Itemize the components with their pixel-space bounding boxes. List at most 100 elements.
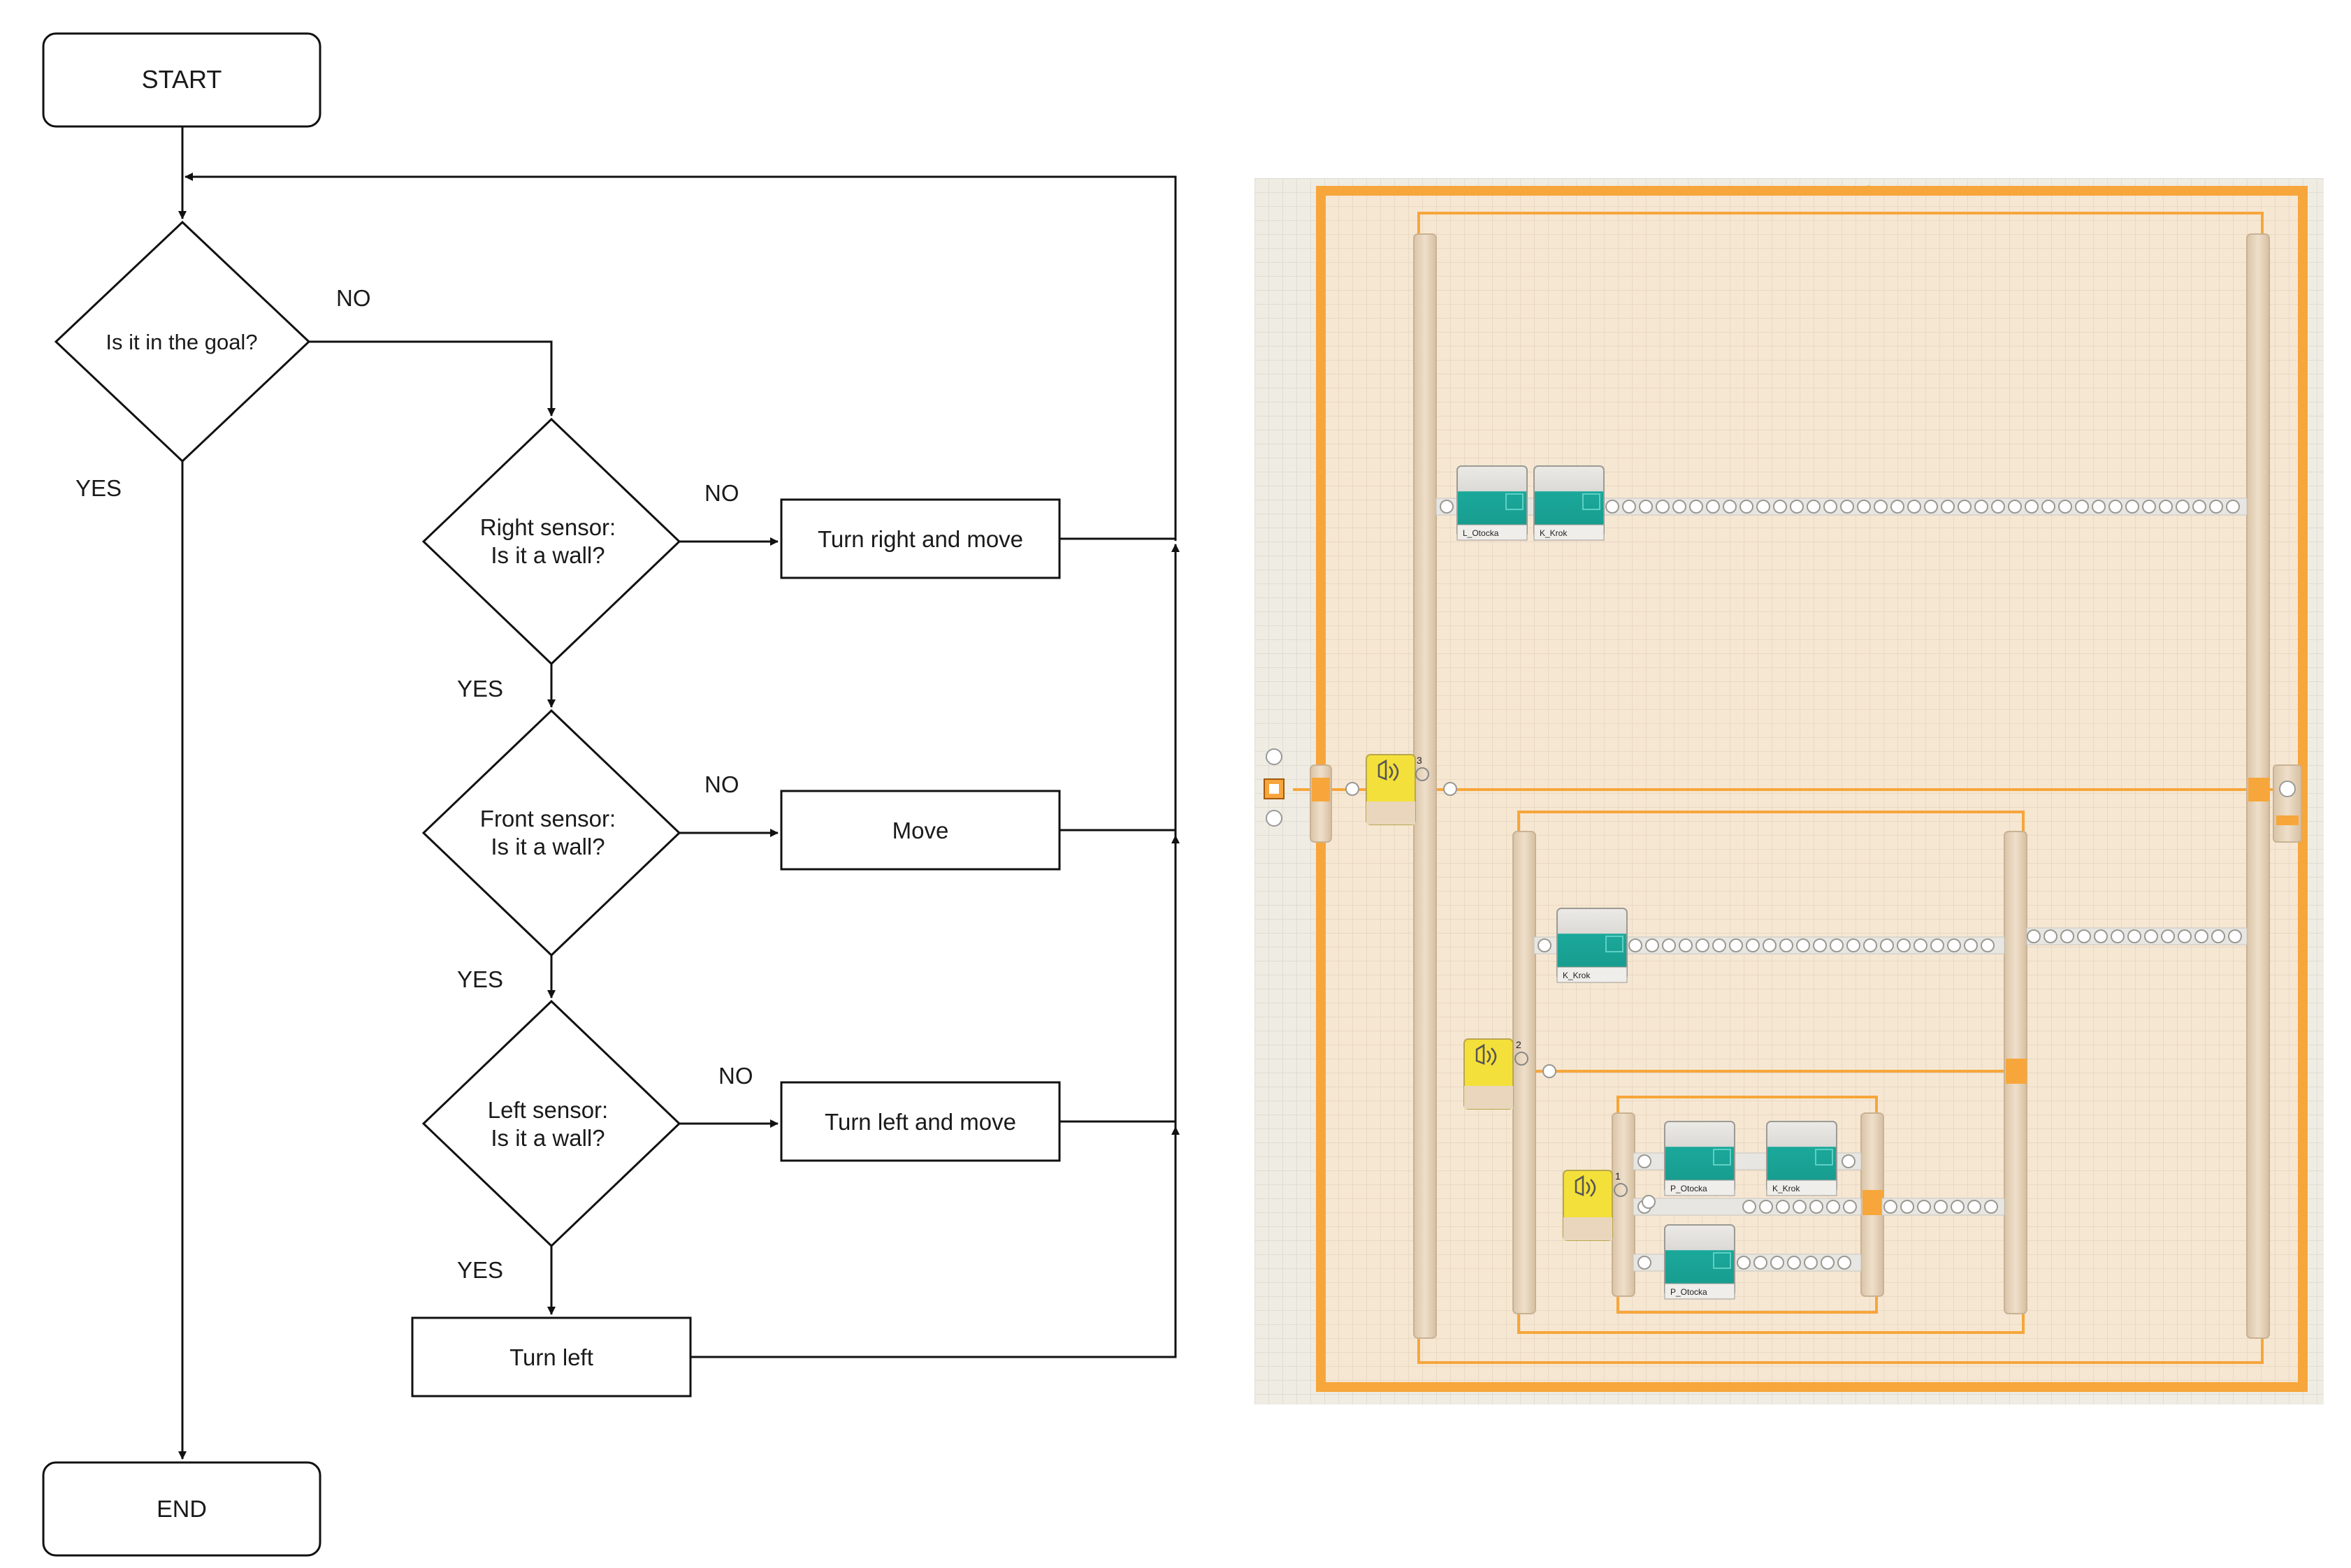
block-l-otocka-label: L_Otocka (1463, 528, 1499, 538)
beam-connector (2125, 500, 2139, 514)
beam-connector (2211, 929, 2225, 943)
beam-connector (1924, 500, 1938, 514)
beam-connector (1538, 938, 1551, 952)
beam-connector (1897, 938, 1911, 952)
beam-connector (2075, 500, 2089, 514)
goal-no-label: NO (336, 285, 371, 311)
beam-connector (2041, 500, 2055, 514)
beam-connector (1790, 500, 1804, 514)
switch-value-2: 2 (1516, 1039, 1521, 1050)
beam-connector (1813, 938, 1827, 952)
beam-connector (1900, 1200, 1914, 1214)
beam-connector (2159, 500, 2173, 514)
beam-connector (2111, 929, 2125, 943)
beam-connector (1947, 938, 1961, 952)
beam-connector (1941, 500, 1955, 514)
beam-connector (1914, 938, 1927, 952)
beam-connector (2144, 929, 2158, 943)
beam-connector (2127, 929, 2141, 943)
nxt-program-canvas: L_Otocka K_Krok K_Krok P_Otocka K_Krok P… (1254, 178, 2324, 1404)
beam-connector (1842, 1154, 1856, 1168)
beam-connector (1964, 938, 1978, 952)
beam-connector (1443, 782, 1457, 796)
beam-connector (2008, 500, 2022, 514)
beam-connector (1991, 500, 2005, 514)
beam-connector (1890, 500, 1904, 514)
front-yes-label: YES (457, 966, 503, 992)
beam-connector (1846, 938, 1860, 952)
block-p-otocka-2-label: P_Otocka (1670, 1287, 1707, 1297)
sensor-block-3[interactable]: 3 (1366, 754, 1429, 825)
beam-connector (1779, 938, 1793, 952)
beam-connector (2077, 929, 2091, 943)
beam-connector (1706, 500, 1720, 514)
block-p-otocka-1[interactable]: P_Otocka (1664, 1121, 1735, 1196)
beam-connector (1656, 500, 1670, 514)
beam-connector (1863, 938, 1877, 952)
beam-connector (2058, 500, 2072, 514)
beam-connector (1712, 938, 1726, 952)
left-question-line2: Is it a wall? (491, 1125, 605, 1151)
turn-right-move-box (780, 498, 1061, 579)
beam-connector (1763, 938, 1777, 952)
beam-connector (1605, 500, 1619, 514)
beam-connector (1776, 1200, 1790, 1214)
left-question-line1: Left sensor: (488, 1097, 608, 1123)
beam-connector (1967, 1200, 1981, 1214)
beam-connector (1622, 500, 1636, 514)
beam-connector (1793, 1200, 1807, 1214)
block-p-otocka-1-label: P_Otocka (1670, 1184, 1707, 1193)
beam-connector (2178, 929, 2192, 943)
sensor-block-2[interactable]: 2 (1463, 1038, 1528, 1110)
beam-connector (1840, 500, 1854, 514)
beam-connector (1737, 1256, 1751, 1270)
left-sensor-decision (421, 999, 681, 1248)
goal-yes-label: YES (75, 475, 122, 501)
goal-question: Is it in the goal? (106, 330, 257, 354)
beam-connector (1837, 1256, 1851, 1270)
sensor-block-1[interactable]: 1 (1563, 1170, 1628, 1241)
beam-connector (1807, 500, 1821, 514)
beam-connector (1804, 1256, 1818, 1270)
beam-connector (1739, 500, 1753, 514)
beam-connector (1759, 1200, 1773, 1214)
beam-connector (2176, 500, 2190, 514)
beam-connector (1645, 938, 1659, 952)
beam-connector (1880, 938, 1894, 952)
beam-connector (1753, 1256, 1767, 1270)
beam-connector (1830, 938, 1844, 952)
beam-connector (1917, 1200, 1931, 1214)
beam-connector (2142, 500, 2156, 514)
action-turn-right-move: Turn right and move (818, 526, 1023, 552)
front-no-label: NO (704, 771, 739, 797)
beam-connector (1821, 1256, 1835, 1270)
turn-left-move-box (780, 1081, 1061, 1162)
beam-connector (1639, 500, 1653, 514)
right-yes-label: YES (457, 676, 503, 702)
beam-connector (1857, 500, 1871, 514)
switch1-beam-left (1612, 1112, 1635, 1297)
front-question-line1: Front sensor: (480, 806, 616, 832)
front-question-line2: Is it a wall? (491, 834, 605, 859)
beam-connector (1930, 938, 1944, 952)
block-k-krok-inner[interactable]: K_Krok (1766, 1121, 1837, 1196)
beam-connector (2094, 929, 2108, 943)
block-l-otocka[interactable]: L_Otocka (1456, 465, 1528, 541)
beam-connector (1773, 500, 1787, 514)
beam-connector (1809, 1200, 1823, 1214)
beam-connector (1729, 938, 1743, 952)
front-sensor-decision (421, 709, 681, 957)
block-p-otocka-2[interactable]: P_Otocka (1664, 1224, 1735, 1300)
switch-value-1: 1 (1615, 1170, 1621, 1182)
beam-connector (2108, 500, 2122, 514)
switch-value-3: 3 (1417, 755, 1422, 766)
block-k-krok-mid[interactable]: K_Krok (1556, 908, 1628, 983)
program-start-icon[interactable] (1264, 748, 1285, 827)
start-label: START (142, 65, 222, 94)
block-k-krok-top[interactable]: K_Krok (1533, 465, 1605, 541)
block-k-krok-top-label: K_Krok (1540, 528, 1568, 538)
beam-connector (1958, 500, 1972, 514)
end-terminal (42, 1461, 321, 1557)
block-k-krok-inner-label: K_Krok (1772, 1184, 1800, 1193)
beam-connector (1742, 1200, 1756, 1214)
